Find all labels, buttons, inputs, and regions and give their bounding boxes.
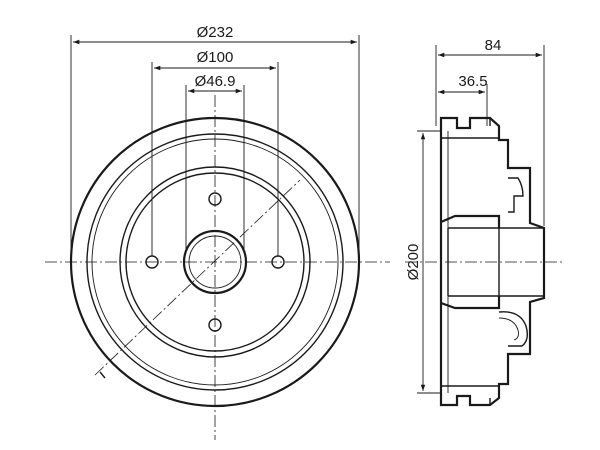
diagonal-tick-mark: [99, 371, 106, 379]
hub-step: [125, 172, 305, 352]
dim-outer-label: Ø232: [197, 24, 234, 41]
stud-cutout-lower-inner: [498, 317, 519, 341]
dim-braking-diameter-label: Ø200: [405, 244, 422, 281]
bolt-hole-top: [208, 192, 222, 206]
hub-bore-upper: [440, 214, 501, 228]
dim-bolt-circle-label: Ø100: [197, 49, 234, 66]
drum-inner-ring: [91, 138, 339, 386]
hub-bore-lower: [440, 296, 501, 310]
drum-side-profile: [439, 116, 546, 407]
drum-braking-surface: [86, 133, 344, 391]
center-bore-chamfer: [188, 235, 242, 289]
dim-center-bore-label: Ø46.9: [195, 73, 236, 90]
hub-face: [119, 166, 311, 358]
dim-hub-width-label: 36.5: [458, 73, 487, 90]
front-view: Ø232 Ø100 Ø46.9: [45, 24, 390, 440]
dim-total-width-label: 84: [485, 37, 502, 54]
side-view: 84 36.5 Ø200: [405, 37, 565, 407]
flange-notch-top: [469, 118, 491, 128]
stud-cutout-lower: [498, 311, 529, 347]
front-diagonal-centerline: [94, 179, 301, 376]
flange-notch-bottom: [469, 396, 491, 405]
center-bore: [182, 229, 248, 295]
bolt-hole-bottom: [208, 318, 222, 332]
stud-cutout-upper: [508, 177, 524, 213]
